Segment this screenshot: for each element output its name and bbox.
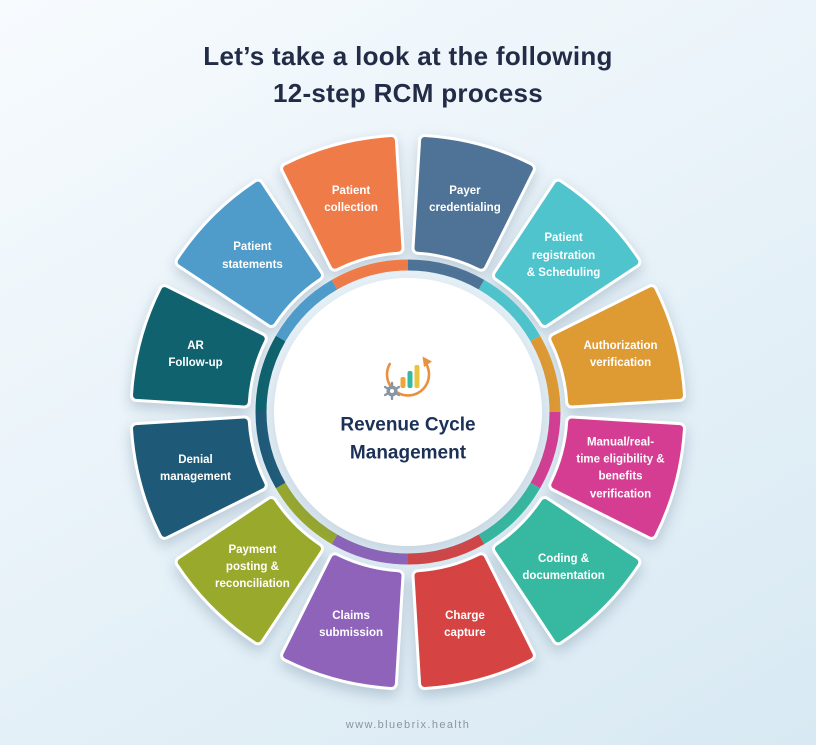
page-title-line2: 12-step RCM process — [272, 77, 544, 108]
wheel-segment-3 — [551, 287, 683, 406]
wheel-ring-arc-3 — [530, 335, 561, 413]
bar-chart-bar-1 — [400, 377, 406, 388]
wheel-ring-arc-9 — [255, 411, 286, 489]
segment-label-9: Denial management — [160, 453, 231, 483]
wheel-ring-arc-5 — [478, 482, 541, 545]
wheel-ring-arc-6 — [407, 534, 485, 565]
segment-label-8: Payment posting & reconciliation — [215, 543, 290, 591]
page-title: Let’s take a look at the following 12-st… — [0, 38, 816, 112]
wheel-segment-5 — [495, 499, 639, 643]
wheel-ring-arc-4 — [530, 411, 561, 489]
segment-label-1: Payer credentialing — [429, 184, 501, 214]
wheel-segment-2 — [495, 181, 639, 325]
wheel-ring-arc-1 — [407, 259, 485, 290]
segment-label-5: Coding & documentation — [522, 552, 605, 582]
rcm-cycle-icon — [383, 356, 432, 401]
page-title-line1: Let’s take a look at the following — [203, 41, 613, 71]
wheel-ring-arc-2 — [478, 279, 541, 342]
segment-label-2: Patient registration & Scheduling — [526, 232, 601, 280]
wheel-ring-arc-8 — [275, 482, 338, 545]
gear-hole — [390, 389, 394, 393]
wheel-segment-11 — [177, 181, 321, 325]
wheel-ring-arc-7 — [331, 534, 409, 565]
wheel-segment-7 — [283, 555, 402, 687]
wheel-segment-9 — [133, 418, 265, 537]
wheel-ring-arc-10 — [255, 335, 286, 413]
center-circle — [274, 278, 542, 546]
segment-label-6: Charge capture — [444, 609, 486, 639]
segment-label-11: Patient statements — [222, 241, 283, 271]
cycle-arrow-head — [422, 356, 432, 367]
center-title: Revenue Cycle Management — [340, 414, 476, 463]
bar-chart-bar-2 — [407, 371, 413, 388]
wheel-segment-6 — [414, 555, 533, 687]
segment-label-7: Claims submission — [319, 609, 383, 639]
segment-label-4: Manual/real- time eligibility & benefits… — [576, 436, 665, 501]
wheel-segment-10 — [133, 287, 265, 406]
bar-chart-bar-3 — [414, 365, 420, 388]
segment-label-10: AR Follow-up — [168, 339, 223, 370]
rcm-wheel-diagram: Revenue Cycle Management Payer credentia… — [108, 112, 708, 712]
wheel-ring-arc-11 — [275, 279, 338, 342]
segment-label-3: Authorization verification — [583, 339, 658, 370]
wheel-segment-12 — [283, 137, 402, 269]
wheel-svg — [130, 134, 686, 690]
cycle-arrow-arc — [385, 362, 431, 397]
wheel-segment-8 — [177, 499, 321, 643]
footer-url: www.bluebrix.health — [345, 719, 471, 731]
segment-label-12: Patient collection — [324, 184, 378, 214]
wheel-segment-1 — [414, 137, 533, 269]
wheel-segment-4 — [551, 418, 683, 537]
wheel-ring-arc-12 — [331, 259, 409, 290]
